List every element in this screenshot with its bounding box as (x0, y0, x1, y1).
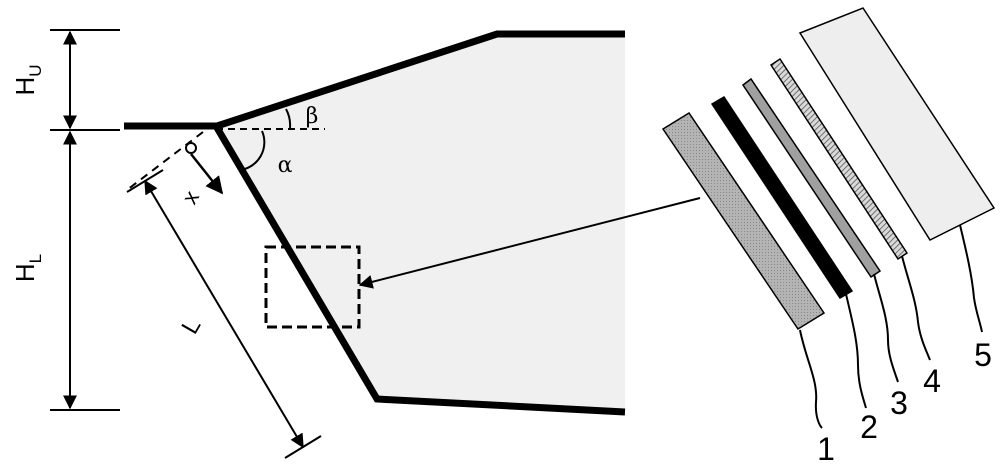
leader-3 (873, 273, 899, 383)
upper-wall (212, 30, 625, 131)
layer-5-number: 5 (974, 337, 992, 373)
lower-height-label: HL (10, 254, 45, 282)
detail-box (264, 245, 361, 329)
upper-height-label: HU (10, 64, 45, 95)
layer-5-strip (798, 7, 996, 241)
layer-2-strip (710, 95, 854, 300)
beta-label: β (306, 104, 319, 129)
layer-3-strip (741, 77, 882, 279)
detail-pointer (358, 197, 701, 289)
layer-3-number: 3 (890, 385, 908, 421)
layer-2-number: 2 (860, 409, 878, 445)
origin-extension (126, 131, 204, 191)
x-axis-arrow (190, 153, 224, 195)
leader-5 (959, 224, 983, 333)
layer-4-strip (769, 57, 909, 261)
leader-2 (845, 293, 867, 409)
x-label: x (177, 186, 204, 208)
alpha-label: α (278, 153, 293, 178)
alpha-arc (239, 130, 266, 171)
layer-1-strip (661, 111, 826, 331)
leader-4 (901, 255, 931, 361)
origin-point (185, 142, 197, 154)
length-tick-top (126, 169, 164, 193)
length-dimension (144, 179, 304, 449)
length-label: L (176, 314, 206, 339)
leader-1 (799, 329, 823, 429)
layer-4-number: 4 (923, 363, 941, 399)
layer-1-number: 1 (817, 431, 835, 467)
beta-arc (285, 108, 292, 129)
length-tick-bottom (284, 435, 322, 459)
